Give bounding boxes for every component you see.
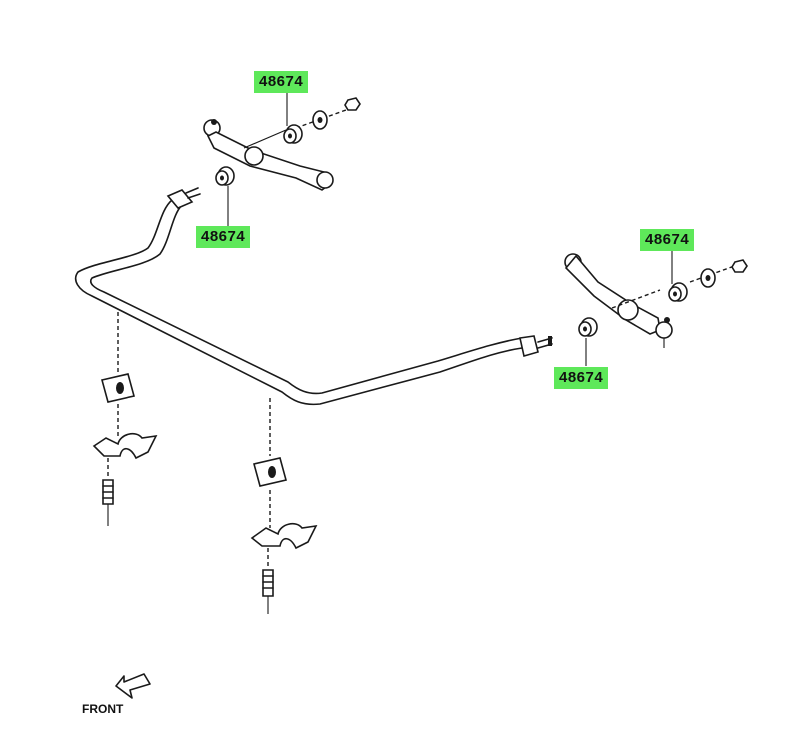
bushing-upper-left-top — [283, 124, 303, 144]
nut-right — [731, 259, 748, 273]
washer-right — [700, 268, 716, 288]
part-label-right-top[interactable]: 48674 — [640, 229, 695, 251]
bar-end-bushing-left — [166, 187, 201, 209]
front-indicator-label: FRONT — [82, 702, 124, 716]
washer-upper-left — [312, 110, 328, 130]
front-arrow-icon — [115, 673, 151, 699]
part-label-upper-left-top[interactable]: 48674 — [254, 71, 309, 93]
part-label-upper-left-bottom[interactable]: 48674 — [196, 226, 251, 248]
left-mount — [92, 312, 158, 526]
stabilizer-bar — [74, 199, 523, 406]
center-mount — [250, 398, 318, 614]
nut-upper-left — [344, 97, 361, 111]
bushing-right-top — [668, 282, 688, 302]
upper-left-link-arm — [203, 109, 347, 191]
right-link-arm — [564, 253, 741, 348]
bushing-right-bottom — [578, 317, 598, 337]
part-label-right-bottom[interactable]: 48674 — [554, 367, 609, 389]
bushing-upper-left-bottom — [215, 166, 235, 186]
bar-end-bushing-right — [519, 335, 553, 358]
